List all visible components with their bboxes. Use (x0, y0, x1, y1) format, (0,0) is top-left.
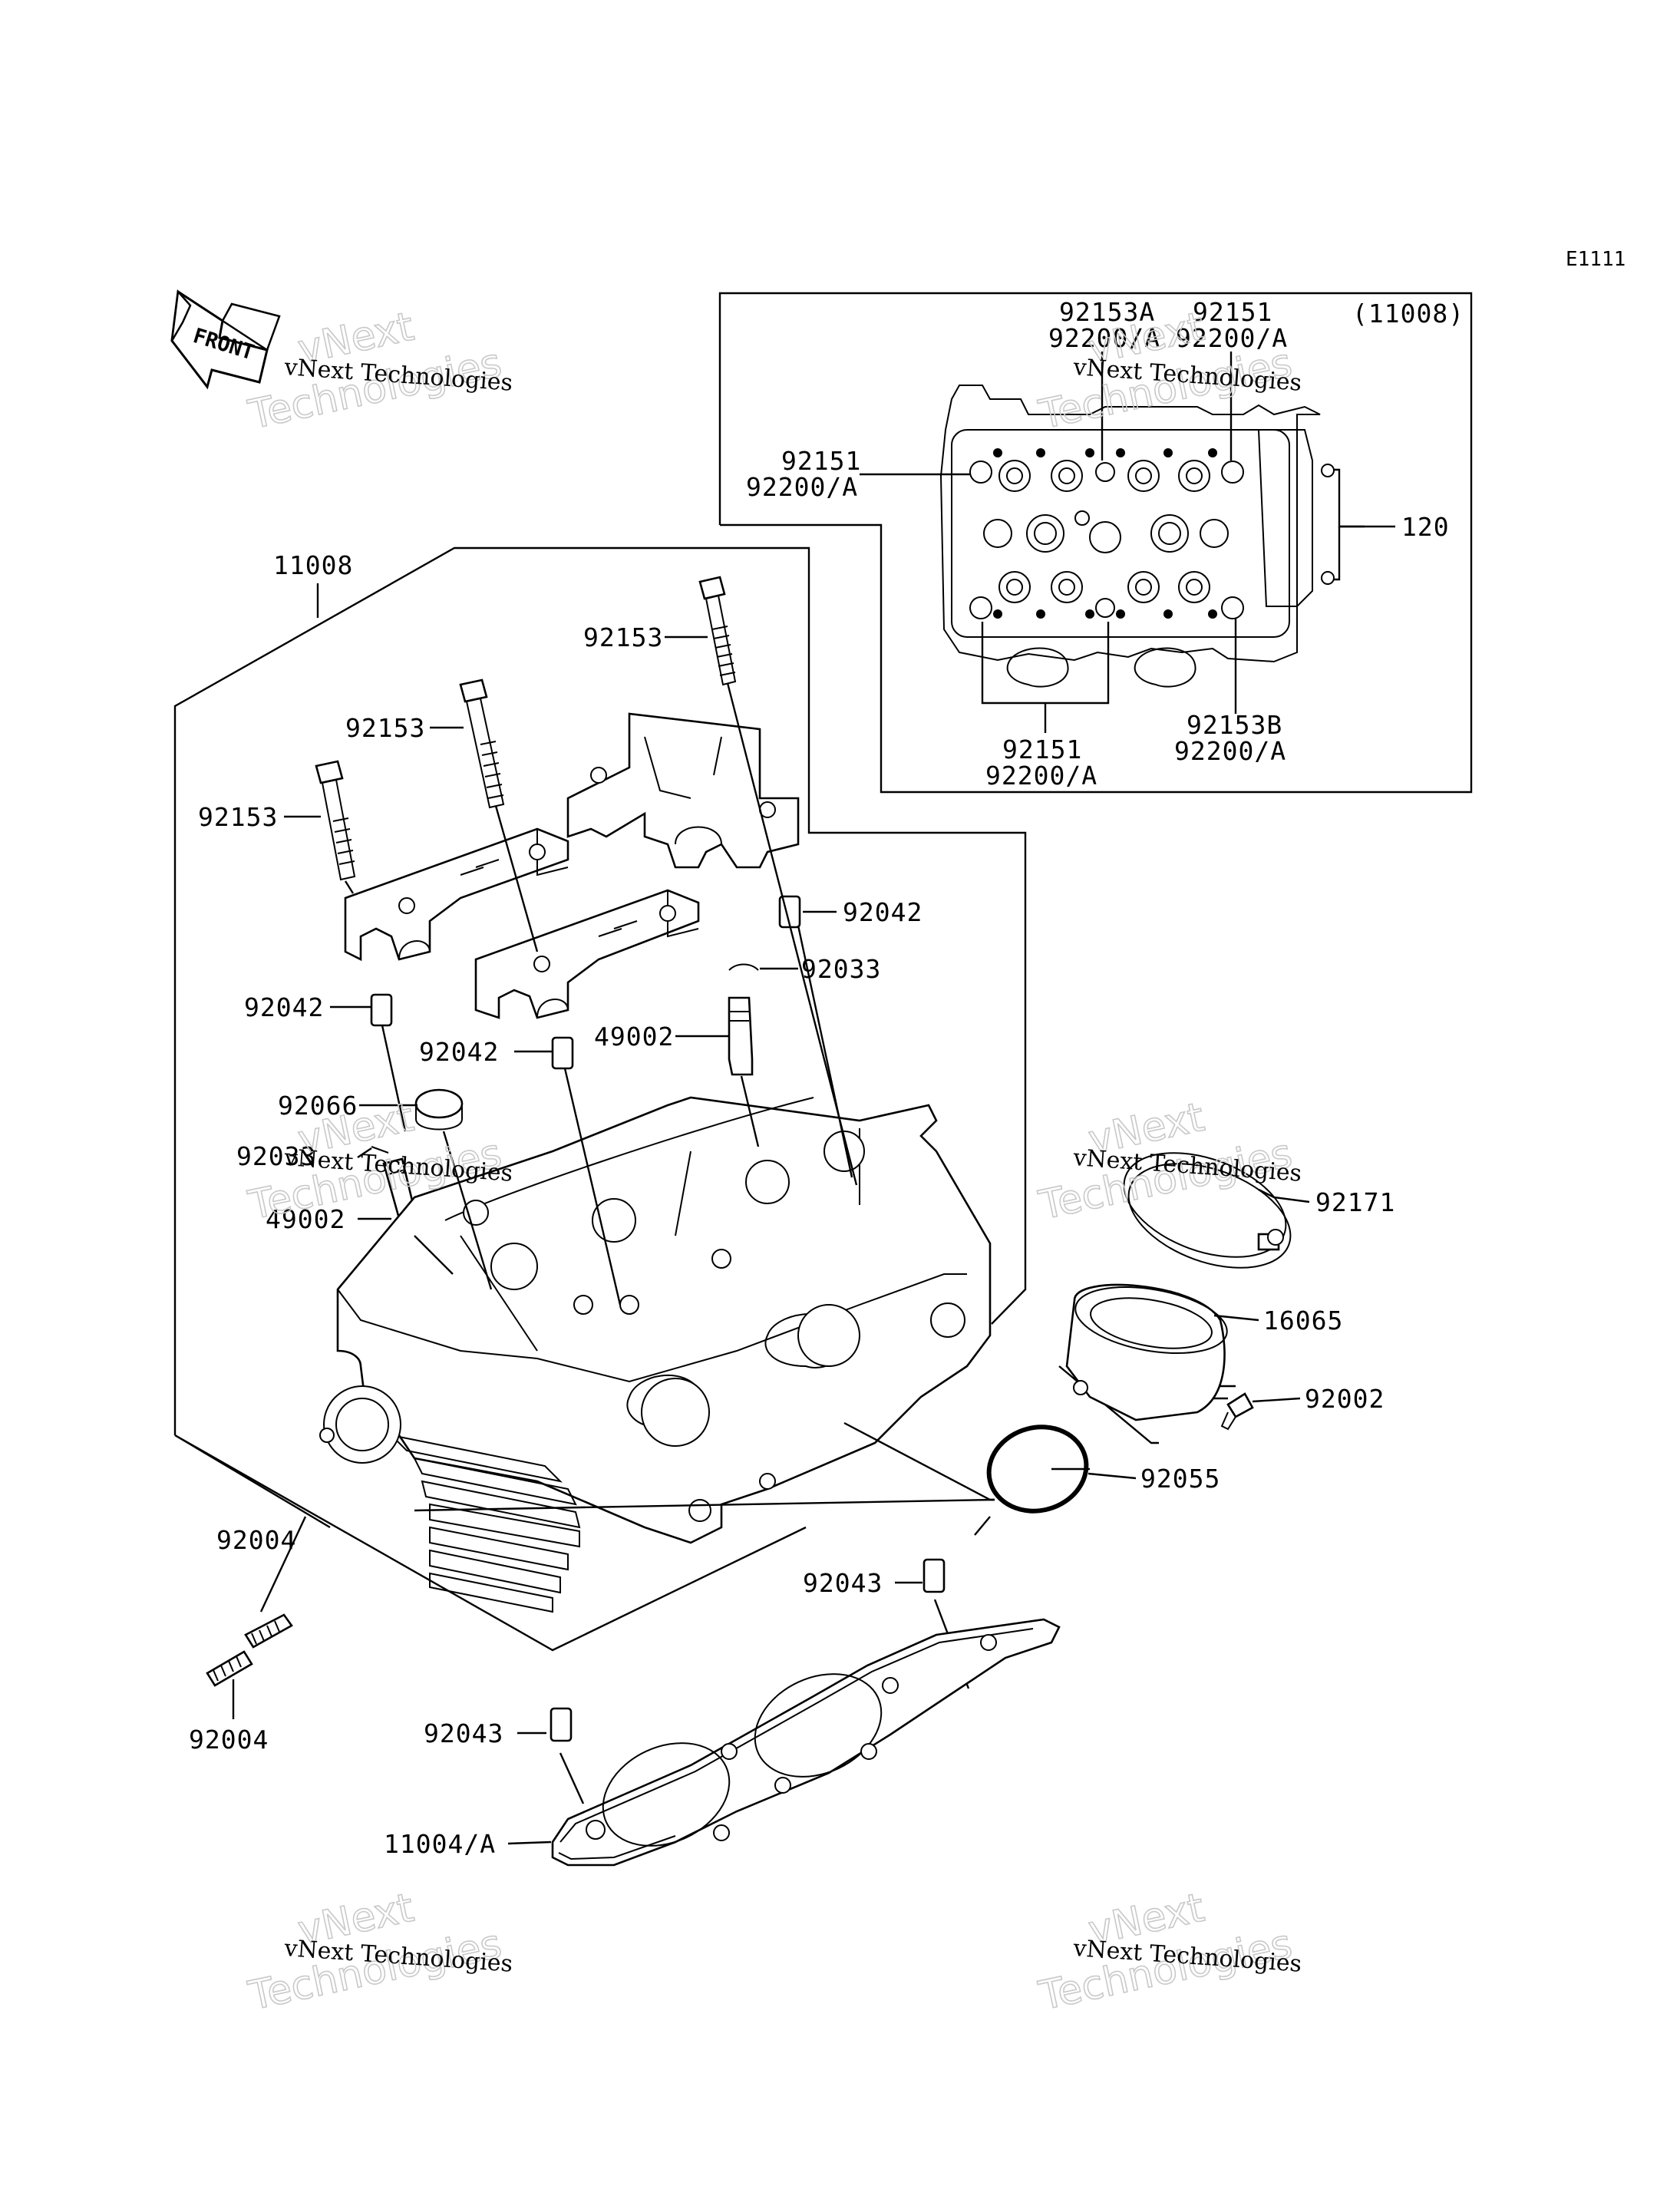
label-92055: 92055 (1140, 1464, 1220, 1494)
leader-16065 (1213, 1314, 1259, 1322)
label-92151-top: 92151 (1193, 297, 1272, 327)
assembly-frame (173, 546, 1027, 1652)
label-92043-b: 92043 (424, 1718, 503, 1748)
label-92066: 92066 (278, 1091, 358, 1121)
label-92151-bottom: 92151 (1002, 735, 1082, 764)
head-gasket-11004a (551, 1618, 1061, 1867)
label-92153-a: 92153 (583, 622, 663, 652)
label-92200a-bottom: 92200/A (985, 761, 1097, 791)
stud-92004-b (206, 1650, 253, 1687)
label-92004-b: 92004 (189, 1725, 269, 1755)
label-92042-a: 92042 (843, 897, 923, 927)
label-120: 120 (1401, 512, 1450, 542)
label-11008: 11008 (273, 550, 353, 580)
leader-92171 (1258, 1188, 1310, 1203)
leader-92002 (1252, 1397, 1301, 1403)
diagram-code: E1111 (1566, 248, 1626, 271)
label-92200a-left: 92200/A (746, 472, 858, 502)
tube-49002-a (728, 996, 754, 1076)
label-92200a-1: 92200/A (1048, 323, 1160, 353)
label-92153b: 92153B (1187, 710, 1282, 740)
inset-head-top-view (939, 385, 1335, 688)
cap-92066 (414, 1088, 464, 1131)
bolt-92153-c (315, 760, 356, 881)
label-92043-a: 92043 (803, 1568, 883, 1598)
label-92042-b: 92042 (244, 992, 324, 1022)
label-92153a: 92153A (1059, 297, 1155, 327)
label-92200a-2: 92200/A (1176, 323, 1288, 353)
label-92042-c: 92042 (419, 1037, 499, 1067)
dowel-pin-92042-b (370, 993, 393, 1027)
label-92033-a: 92033 (801, 954, 881, 984)
leader-92055 (1088, 1472, 1137, 1480)
cam-carrier (566, 712, 800, 869)
cam-cap-right (474, 889, 700, 1019)
label-49002-a: 49002 (594, 1022, 674, 1051)
o-ring-92055 (986, 1425, 1089, 1514)
inset-leader-lines (860, 352, 1395, 733)
dowel-pin-92043-a (923, 1558, 946, 1593)
clip-92033-b (371, 1146, 389, 1154)
inset-frame (718, 292, 1473, 794)
label-92033-b: 92033 (236, 1141, 316, 1171)
label-11004a: 11004/A (384, 1829, 496, 1859)
dowel-pin-92043-b (550, 1707, 573, 1742)
label-92200a-b: 92200/A (1174, 736, 1286, 766)
stud-92004-a (244, 1613, 293, 1649)
front-arrow-icon: FRONT (170, 289, 281, 390)
label-92153-b: 92153 (345, 713, 425, 743)
label-49002-b: 49002 (266, 1204, 345, 1234)
label-92002: 92002 (1305, 1384, 1385, 1414)
clip-92033-a (728, 963, 759, 971)
bolt-92153-b (459, 678, 505, 809)
holder-16065 (1065, 1283, 1228, 1421)
dowel-pin-92042-c (551, 1036, 574, 1070)
label-16065: 16065 (1263, 1306, 1343, 1335)
label-92153-c: 92153 (198, 802, 278, 832)
bolt-92153-a (698, 576, 737, 686)
inset-reference: (11008) (1352, 299, 1464, 328)
clamp-92171 (1123, 1152, 1292, 1269)
screw-92002 (1220, 1392, 1254, 1431)
label-92151-left: 92151 (781, 446, 861, 476)
label-92171: 92171 (1315, 1187, 1395, 1217)
label-92004-a: 92004 (216, 1525, 296, 1555)
